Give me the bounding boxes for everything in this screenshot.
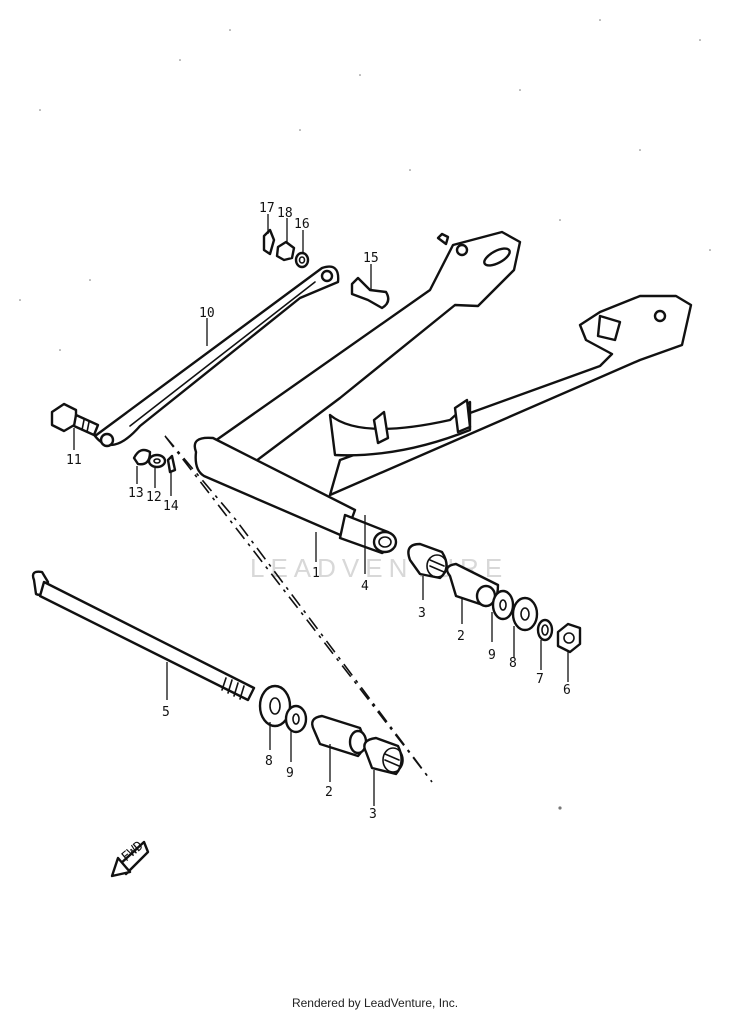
callout-2b: 2: [325, 785, 333, 800]
pivot-shaft: [31, 570, 256, 702]
callout-9a: 9: [488, 648, 496, 663]
torque-arm: [93, 265, 340, 448]
scan-specks: [19, 19, 711, 810]
leader-lines: [73, 214, 569, 806]
callout-3a: 3: [418, 606, 426, 621]
callout-3b: 3: [369, 807, 377, 822]
callouts: 1 4 5 3 2 9 8 7 6 8 9 2 3 10 11 13 12 14…: [66, 201, 571, 822]
callout-8b: 8: [265, 754, 273, 769]
callout-11: 11: [66, 453, 82, 468]
callout-15: 15: [363, 251, 379, 266]
callout-7: 7: [536, 672, 544, 687]
callout-16: 16: [294, 217, 310, 232]
small-hardware: [132, 228, 310, 474]
right-side-parts: [407, 542, 582, 654]
callout-13: 13: [128, 486, 144, 501]
callout-17: 17: [259, 201, 275, 216]
callout-14: 14: [163, 499, 179, 514]
callout-10: 10: [199, 306, 215, 321]
callout-1: 1: [312, 566, 320, 581]
callout-8a: 8: [509, 656, 517, 671]
swingarm: [193, 230, 693, 555]
callout-9b: 9: [286, 766, 294, 781]
callout-12: 12: [146, 490, 162, 505]
callout-2a: 2: [457, 629, 465, 644]
footer-credit: Rendered by LeadVenture, Inc.: [291, 996, 459, 1010]
callout-6: 6: [563, 683, 571, 698]
assembly-line: [164, 435, 433, 783]
callout-5: 5: [162, 705, 170, 720]
bolt-15: [350, 276, 390, 310]
left-side-parts: [258, 684, 404, 776]
fwd-arrow-icon: FWD: [110, 838, 150, 878]
callout-18: 18: [277, 206, 293, 221]
callout-4: 4: [361, 579, 369, 594]
bolt-11: [50, 402, 100, 437]
